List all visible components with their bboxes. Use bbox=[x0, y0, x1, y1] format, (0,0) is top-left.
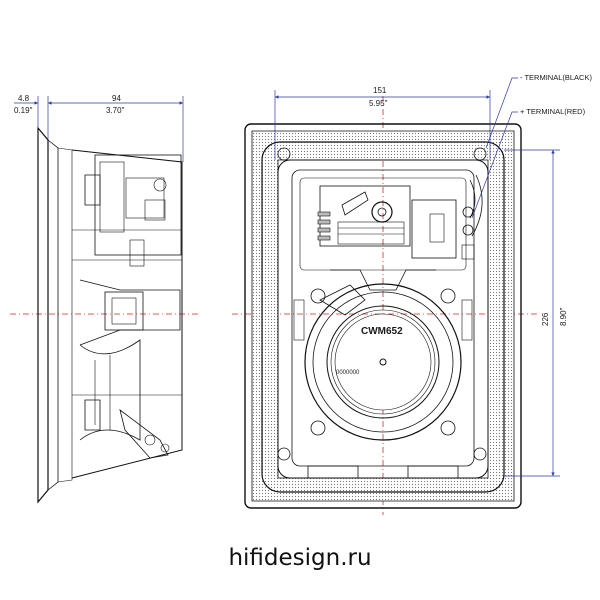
side-dimensions bbox=[14, 96, 184, 162]
depth-dimension-mm: 94 bbox=[112, 94, 121, 103]
height-dimension-mm: 226 bbox=[541, 312, 550, 326]
width-dimension-mm: 151 bbox=[373, 86, 387, 95]
terminal-red-label: + TERMINAL(RED) bbox=[520, 107, 586, 116]
flange-dimension-mm: 4.8 bbox=[18, 94, 30, 103]
technical-drawing: 4.8 0.19" 94 3.70" bbox=[10, 73, 592, 515]
front-dimensions bbox=[274, 77, 560, 477]
woofer-serial-label: 0000000 bbox=[336, 370, 360, 376]
height-dimension-in: 8.90" bbox=[559, 307, 568, 326]
front-view bbox=[244, 123, 522, 509]
watermark-text: hifidesign.ru bbox=[228, 545, 372, 571]
depth-dimension-in: 3.70" bbox=[106, 106, 125, 115]
woofer-model-label: CWM652 bbox=[361, 326, 403, 337]
side-view bbox=[37, 126, 183, 504]
terminal-black-label: - TERMINAL(BLACK) bbox=[520, 73, 592, 82]
flange-dimension-in: 0.19" bbox=[14, 106, 33, 115]
width-dimension-in: 5.95" bbox=[369, 99, 388, 108]
